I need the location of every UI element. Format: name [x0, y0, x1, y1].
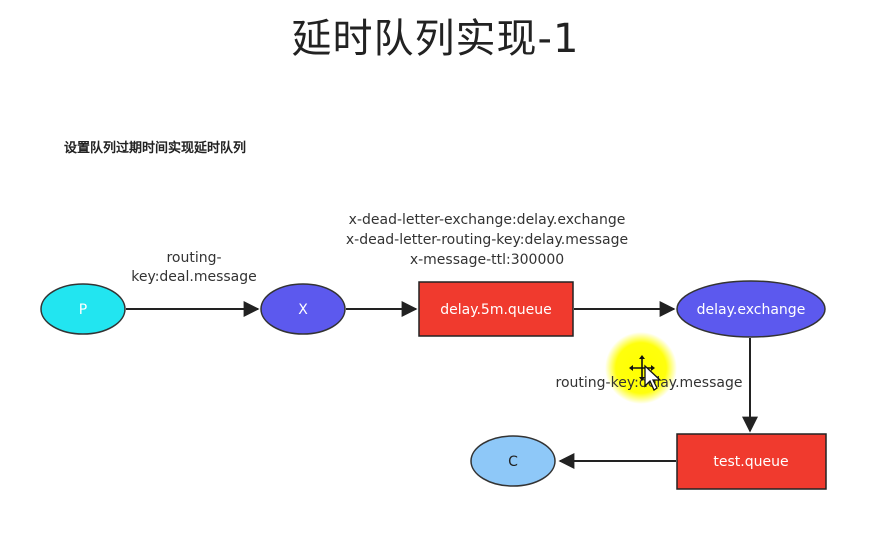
node-consumer: C [470, 435, 556, 487]
queue-arg-dead-letter-routing-key: x-dead-letter-routing-key:delay.message [346, 232, 628, 248]
routing-key-label-2: routing-key:delay.message [556, 375, 743, 391]
node-delay-exchange: delay.exchange [676, 280, 826, 338]
routing-key-label-line1: routing- [166, 250, 221, 266]
page-title: 延时队列实现-1 [291, 16, 580, 62]
node-delay-exchange-label: delay.exchange [697, 302, 806, 318]
node-delay-queue-label: delay.5m.queue [440, 302, 552, 318]
node-exchange-x-label: X [298, 302, 308, 318]
queue-arg-message-ttl: x-message-ttl:300000 [410, 252, 564, 268]
diagram-subtitle: 设置队列过期时间实现延时队列 [64, 141, 247, 156]
node-producer: P [40, 283, 126, 335]
node-exchange-x: X [260, 283, 346, 335]
routing-key-label-line2: key:deal.message [131, 269, 257, 285]
node-test-queue: test.queue [676, 433, 827, 490]
queue-arg-dead-letter-exchange: x-dead-letter-exchange:delay.exchange [349, 212, 626, 228]
node-consumer-label: C [508, 454, 518, 470]
node-producer-label: P [79, 302, 87, 318]
node-delay-queue: delay.5m.queue [418, 281, 574, 337]
mouse-cursor-icon [629, 355, 662, 391]
node-test-queue-label: test.queue [713, 454, 788, 470]
